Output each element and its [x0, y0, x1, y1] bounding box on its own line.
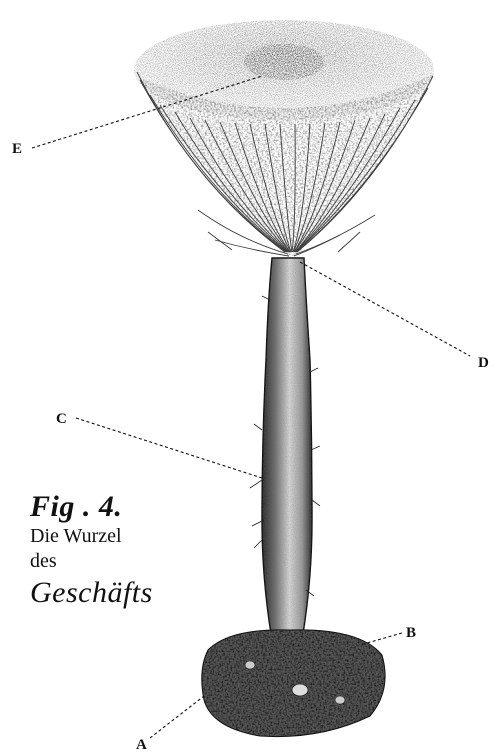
label-e: E	[12, 141, 23, 158]
leader-line-c	[76, 418, 262, 478]
figure-caption: Fig . 4. Die Wurzel des Geschäfts	[30, 490, 153, 612]
root-clump	[202, 630, 385, 737]
label-c: C	[56, 411, 67, 428]
caption-line-1: Die Wurzel	[30, 524, 153, 549]
label-b: B	[406, 625, 417, 642]
caption-line-3: Geschäfts	[30, 574, 153, 612]
leader-line-d	[300, 262, 470, 356]
label-a: A	[136, 737, 147, 754]
label-d: D	[478, 355, 489, 372]
stem	[250, 258, 320, 640]
leader-line-a	[150, 696, 204, 738]
figure-title: Fig . 4.	[30, 490, 153, 524]
caption-line-2: des	[30, 549, 153, 574]
